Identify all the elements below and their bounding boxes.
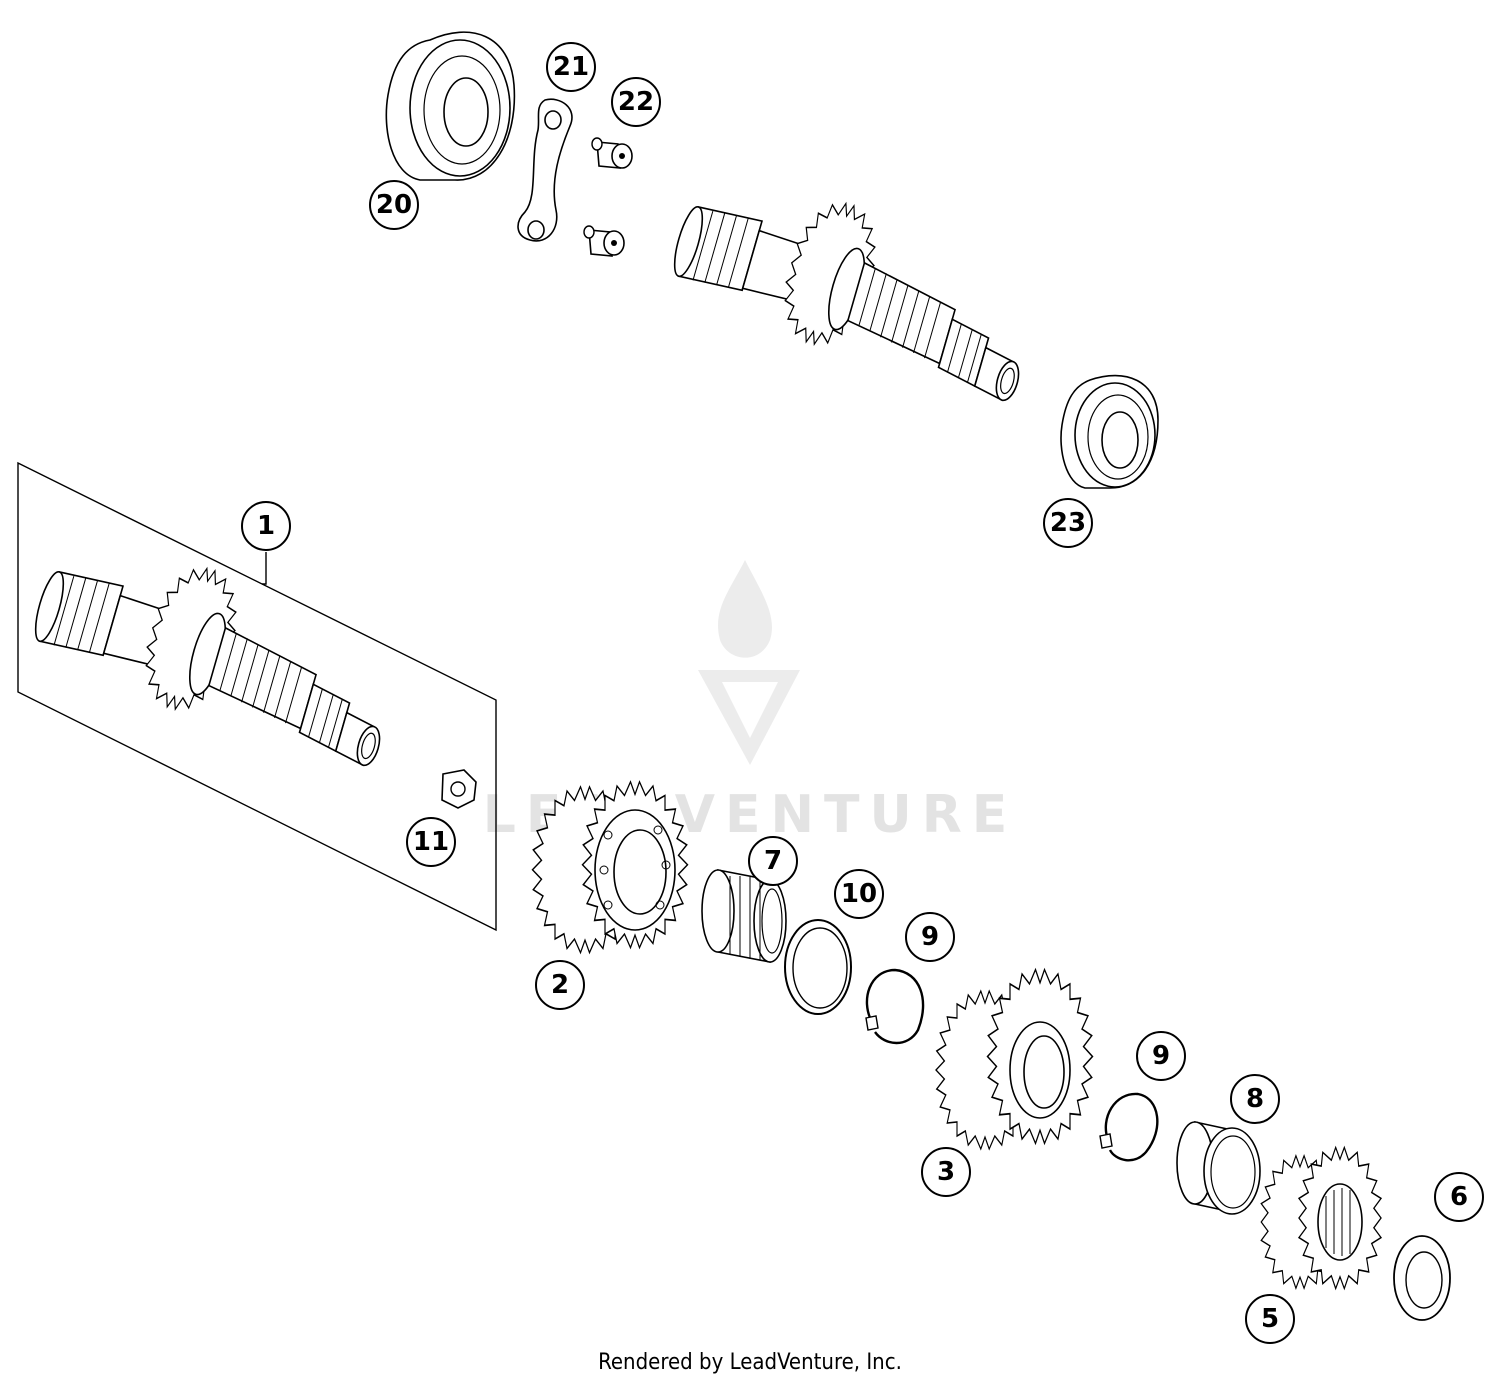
callout-label: 10 bbox=[841, 879, 877, 909]
gear-5 bbox=[1260, 1146, 1382, 1290]
bracket-21 bbox=[517, 98, 573, 242]
callout-21[interactable]: 21 bbox=[546, 42, 596, 92]
callout-label: 8 bbox=[1246, 1084, 1264, 1114]
callout-label: 7 bbox=[764, 846, 782, 876]
leader-1 bbox=[262, 552, 267, 585]
callout-6[interactable]: 6 bbox=[1434, 1172, 1484, 1222]
circlip-9-upper bbox=[865, 968, 925, 1045]
callout-label: 9 bbox=[1152, 1041, 1170, 1071]
callout-8[interactable]: 8 bbox=[1230, 1074, 1280, 1124]
gear-3 bbox=[935, 968, 1094, 1150]
callout-label: 23 bbox=[1050, 508, 1086, 538]
callout-label: 5 bbox=[1261, 1304, 1279, 1334]
callout-11[interactable]: 11 bbox=[406, 817, 456, 867]
callout-label: 9 bbox=[921, 922, 939, 952]
bearing-20 bbox=[385, 31, 516, 181]
screw-22-lower bbox=[583, 225, 625, 257]
footer-credit: Rendered by LeadVenture, Inc. bbox=[598, 1350, 902, 1375]
washer-10 bbox=[784, 919, 852, 1015]
callout-label: 2 bbox=[551, 970, 569, 1000]
callout-label: 6 bbox=[1450, 1182, 1468, 1212]
callout-5[interactable]: 5 bbox=[1245, 1294, 1295, 1344]
callout-22[interactable]: 22 bbox=[611, 77, 661, 127]
screw-22-upper bbox=[591, 137, 633, 169]
callout-3[interactable]: 3 bbox=[921, 1147, 971, 1197]
callout-2[interactable]: 2 bbox=[535, 960, 585, 1010]
callout-label: 1 bbox=[257, 511, 275, 541]
main-shaft-upper bbox=[661, 162, 1052, 403]
bearing-23 bbox=[1060, 374, 1159, 489]
washer-6 bbox=[1393, 1235, 1451, 1321]
main-shaft-1 bbox=[22, 527, 413, 768]
nut-11 bbox=[441, 769, 477, 809]
circlip-9-lower bbox=[1099, 1092, 1159, 1162]
callout-9-lower[interactable]: 9 bbox=[1136, 1031, 1186, 1081]
callout-label: 3 bbox=[937, 1157, 955, 1187]
callout-23[interactable]: 23 bbox=[1043, 498, 1093, 548]
callout-1[interactable]: 1 bbox=[241, 501, 291, 551]
callout-7[interactable]: 7 bbox=[748, 836, 798, 886]
callout-20[interactable]: 20 bbox=[369, 180, 419, 230]
gear-2 bbox=[531, 780, 689, 954]
callout-label: 21 bbox=[553, 52, 589, 82]
callout-label: 20 bbox=[376, 190, 412, 220]
bushing-8 bbox=[1176, 1121, 1261, 1215]
callout-10[interactable]: 10 bbox=[834, 869, 884, 919]
watermark: LEADVENTURE bbox=[483, 560, 1007, 845]
kit-1-frame bbox=[17, 461, 497, 932]
callout-label: 22 bbox=[618, 87, 654, 117]
callout-label: 11 bbox=[413, 827, 449, 857]
callout-9-upper[interactable]: 9 bbox=[905, 912, 955, 962]
